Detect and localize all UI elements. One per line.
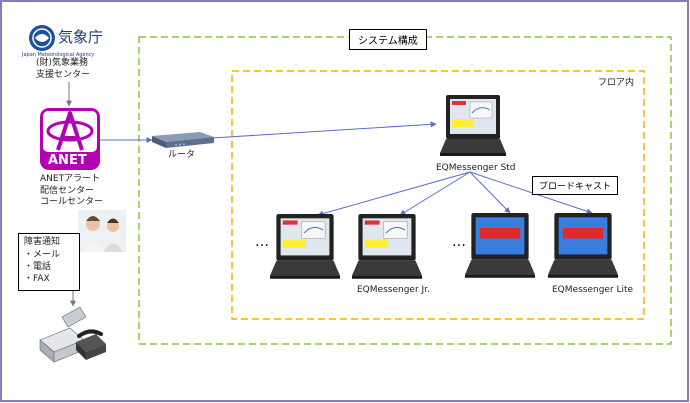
floor-label: フロア内 xyxy=(598,78,635,88)
support-center-label: (財)気象業務 支援センター xyxy=(36,58,91,80)
arrow-std-client-3 xyxy=(469,171,511,214)
arrow-std-client-2 xyxy=(399,171,471,216)
anet-logo-icon xyxy=(40,108,100,170)
anet-logo-text: ANET xyxy=(48,153,87,168)
arrow-std-client-1 xyxy=(317,171,471,217)
fault-notification-box: 障害通知 ・メール ・電話 ・FAX xyxy=(18,233,80,291)
jma-english: Japan Meteorological Agency xyxy=(22,52,95,58)
system-box-label: システム構成 xyxy=(349,29,427,50)
lite-label: EQMessenger Lite xyxy=(552,285,634,295)
jr-laptop-2-icon xyxy=(352,214,422,279)
arrow-std-client-4 xyxy=(469,171,593,215)
router-label: ルータ xyxy=(168,150,196,160)
std-laptop-icon xyxy=(440,95,506,156)
jma-emblem-icon xyxy=(29,25,55,51)
fax-phone-icon xyxy=(39,306,106,363)
anet-center-label: ANETアラート 配信センター コールセンター xyxy=(40,174,104,208)
jr-laptop-1-icon xyxy=(270,214,340,279)
broadcast-label: ブロードキャスト xyxy=(532,176,619,195)
jr-label: EQMessenger Jr. xyxy=(357,285,430,295)
lite-laptop-2-icon xyxy=(548,213,618,278)
lite-laptop-1-icon xyxy=(465,213,535,278)
jma-name: 気象庁 xyxy=(58,28,104,46)
fault-item-fax: ・FAX xyxy=(24,274,50,284)
arrow-router-std xyxy=(211,121,437,139)
router-icon xyxy=(152,132,214,148)
fault-title: 障害通知 xyxy=(24,237,61,247)
std-label: EQMessenger Std xyxy=(436,163,516,173)
fault-item-mail: ・メール xyxy=(24,250,61,260)
ellipsis-right: … xyxy=(452,234,469,250)
ellipsis-left: … xyxy=(255,234,272,250)
call-center-photo-icon xyxy=(78,210,126,252)
fault-item-phone: ・電話 xyxy=(24,262,52,272)
